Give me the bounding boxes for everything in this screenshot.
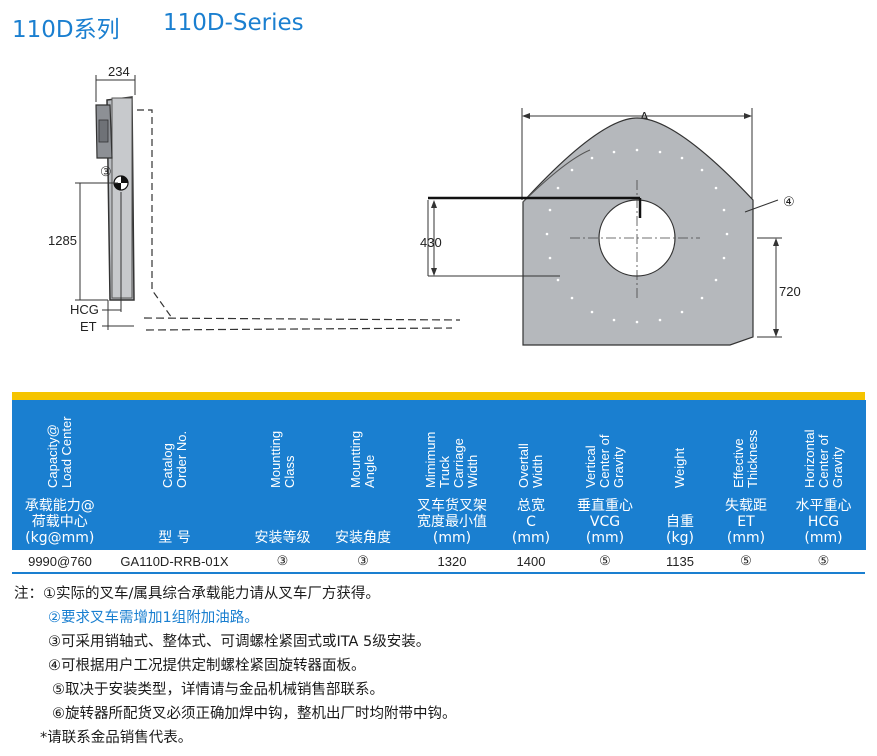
cell-weight: 1135 xyxy=(650,550,710,574)
col-header-order-no: Catalog Order No.型 号 xyxy=(108,400,242,550)
cell-mount-angle: ③ xyxy=(324,550,402,574)
note-5: ⑤取决于安装类型，详情请与金品机械销售部联系。 xyxy=(52,682,384,698)
notes-section: 注：①实际的叉车/属具综合承载能力请从叉车厂方获得。 ②要求叉车需增加1组附加油… xyxy=(14,582,864,750)
technical-drawing: 234 ③ 1285 HCG ET A xyxy=(48,64,801,346)
dim-430-label: 430 xyxy=(420,235,442,250)
cell-overall-width: 1400 xyxy=(502,550,560,574)
dim-height-label: 1285 xyxy=(48,233,77,248)
note-2: ②要求叉车需增加1组附加油路。 xyxy=(48,610,259,626)
note-6: ⑥旋转器所配货叉必须正确加焊中钩，整机出厂时均附带中钩。 xyxy=(52,706,457,722)
dim-width-label: 234 xyxy=(108,64,130,79)
cell-hcg: ⑤ xyxy=(782,550,865,574)
side-class-ref: ③ xyxy=(100,164,112,179)
dim-a-label: A xyxy=(640,109,649,124)
et-label: ET xyxy=(80,319,97,334)
front-view: A 430 720 xyxy=(420,108,801,346)
hcg-label: HCG xyxy=(70,302,99,317)
note-4: ④可根据用户工况提供定制螺栓紧固旋转器面板。 xyxy=(48,658,366,674)
note-1: 注：①实际的叉车/属具综合承载能力请从叉车厂方获得。 xyxy=(14,586,380,602)
cell-capacity: 9990@760 xyxy=(12,550,108,574)
cell-order-no: GA110D-RRB-01X xyxy=(108,550,241,574)
cell-mount-class: ③ xyxy=(241,550,324,574)
cell-vcg: ⑤ xyxy=(560,550,650,574)
table-row: 9990@760 GA110D-RRB-01X ③ ③ 1320 1400 ⑤ … xyxy=(12,550,865,574)
side-view: 234 ③ 1285 HCG ET xyxy=(48,64,461,334)
page-title-cn: 110D系列 xyxy=(12,17,120,43)
cell-carriage-width: 1320 xyxy=(402,550,502,574)
bolt-holes xyxy=(545,148,729,324)
note-3: ③可采用销轴式、整体式、可调螺栓紧固式或ITA 5级安装。 xyxy=(48,634,431,650)
cell-et: ⑤ xyxy=(710,550,782,574)
table-top-accent-bar xyxy=(12,392,865,400)
front-plate-ref: ④ xyxy=(783,194,795,209)
page-title-en: 110D-Series xyxy=(163,10,304,36)
note-7: *请联系金品销售代表。 xyxy=(40,730,193,746)
dim-720-label: 720 xyxy=(779,284,801,299)
